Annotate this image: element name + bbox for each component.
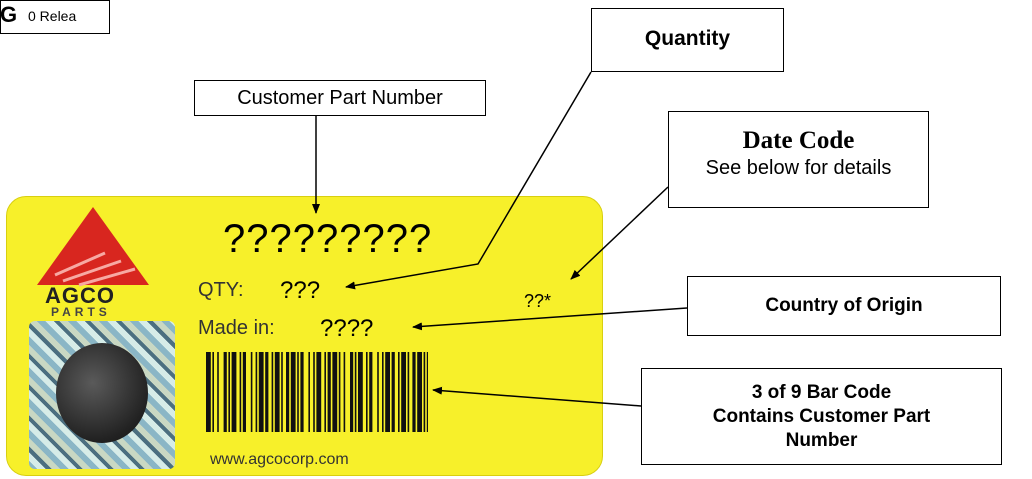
qty-value: ??? [280,277,321,304]
bar-code-callout: 3 of 9 Bar Code Contains Customer Part N… [641,368,1002,465]
arrow-quantity [345,71,592,290]
parts-label: AGCO PARTS ????????? QTY: ??? Made in: ?… [6,196,603,476]
made-in-label: Made in: [198,317,275,339]
release-box: 0 Relea [0,0,110,34]
arrow-barcode [432,386,642,407]
date-code-callout: Date Code See below for details [668,111,929,208]
customer-part-number-callout: Customer Part Number [194,80,486,116]
arrow-date-code [570,186,669,280]
bar-code-line-3: Number [785,430,858,451]
date-code-value: ??* [524,291,552,311]
brand-name: AGCO [45,283,115,308]
made-in-value: ???? [320,315,374,342]
country-of-origin-callout: Country of Origin [687,276,1001,336]
qty-label: QTY: [198,279,244,301]
website-text: www.agcocorp.com [210,451,349,468]
bar-code-line-1: 3 of 9 Bar Code [751,382,892,403]
barcode-icon [206,352,428,432]
arrow-country [412,307,688,331]
corner-letter: G [0,2,18,27]
date-code-subtitle: See below for details [705,157,892,179]
quantity-callout: Quantity [591,8,784,72]
bar-code-line-2: Contains Customer Part [712,406,931,427]
brand-sub: PARTS [51,305,111,319]
hologram-icon [29,321,175,469]
date-code-title: Date Code [742,127,855,154]
agco-triangle-logo-icon [37,207,149,287]
part-number-value: ????????? [223,217,433,261]
